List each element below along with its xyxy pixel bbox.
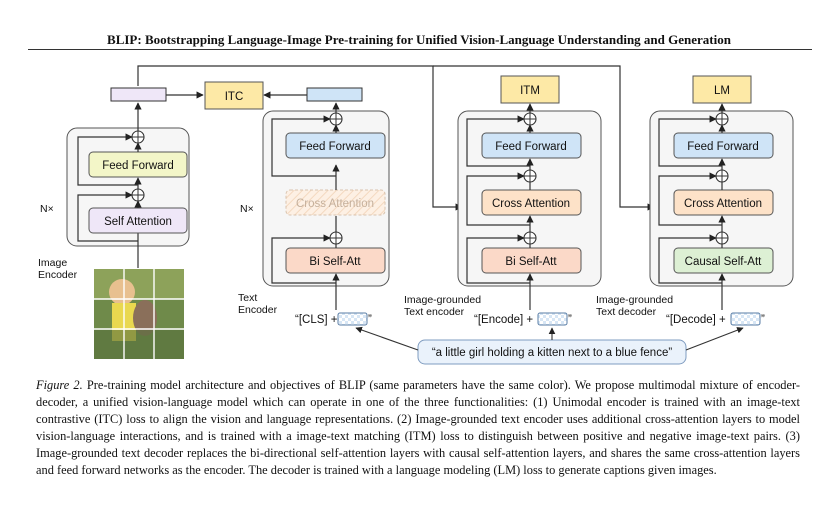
svg-text:“[CLS] +: “[CLS] + [295,314,338,326]
svg-text:Encoder: Encoder [38,269,78,281]
svg-text:”: ” [568,314,572,326]
itc-loss: ITC [204,81,264,110]
svg-text:Bi Self-Att: Bi Self-Att [309,256,361,268]
svg-text:Text: Text [238,292,257,304]
top-connectors [137,65,655,211]
title-rule [28,49,812,50]
cross-attention-block [481,189,582,216]
svg-text:“[Encode] +: “[Encode] + [474,314,533,326]
svg-text:Feed Forward: Feed Forward [102,160,174,172]
svg-text:Feed Forward: Feed Forward [299,141,371,153]
image-grounded-text-encoder: ITM Bi Self-Att Cross Attention Feed For… [404,75,602,326]
svg-text:Bi Self-Att: Bi Self-Att [505,256,557,268]
svg-text:Feed Forward: Feed Forward [687,141,759,153]
caption-text-input: “a little girl holding a kitten next to … [355,326,744,365]
caption-body: Pre-training model architecture and obje… [36,378,801,478]
text-embedding-bar [306,87,363,102]
architecture-diagram: ITC Self Attention Feed Forward N× Image… [38,65,794,365]
image-embedding-bar [110,87,167,102]
page-title: BLIP: Bootstrapping Language-Image Pre-t… [107,32,731,47]
svg-text:“a little girl holding a kitte: “a little girl holding a kitten next to … [432,347,673,359]
svg-text:”: ” [368,314,372,326]
svg-text:ITC: ITC [225,91,244,103]
svg-text:Cross Attention: Cross Attention [296,198,374,210]
svg-text:“[Decode] +: “[Decode] + [666,314,726,326]
figure-caption: Figure 2. Pre-training model architectur… [36,377,800,480]
itm-loss [500,75,560,104]
svg-text:Text decoder: Text decoder [596,306,657,318]
feed-forward-block [481,132,582,159]
feed-forward-block [673,132,774,159]
svg-text:Cross Attention: Cross Attention [492,198,570,210]
svg-text:N×: N× [240,203,254,215]
svg-text:Causal Self-Att: Causal Self-Att [685,256,763,268]
svg-text:Self Attention: Self Attention [104,216,172,228]
input-image [94,269,184,359]
svg-text:Text encoder: Text encoder [404,306,465,318]
svg-text:”: ” [761,314,765,326]
causal-self-att-block [673,247,774,274]
svg-text:N×: N× [40,203,54,215]
svg-text:LM: LM [714,85,730,97]
svg-text:Feed Forward: Feed Forward [495,141,567,153]
bi-self-att-block [481,247,582,274]
image-grounded-text-decoder: LM Causal Self-Att Cross Attention Feed … [596,75,794,326]
svg-text:Cross Attention: Cross Attention [684,198,762,210]
cross-attention-block [673,189,774,216]
svg-text:Encoder: Encoder [238,304,278,316]
lm-loss [692,75,752,104]
text-encoder: Bi Self-Att Cross Attention Feed Forward… [238,102,390,326]
svg-text:Image: Image [38,257,67,269]
svg-text:ITM: ITM [520,85,540,97]
figure-label: Figure 2. [36,378,83,392]
svg-text:Image-grounded: Image-grounded [596,294,673,306]
image-encoder: Self Attention Feed Forward N× Image Enc… [38,102,190,281]
svg-text:Image-grounded: Image-grounded [404,294,481,306]
